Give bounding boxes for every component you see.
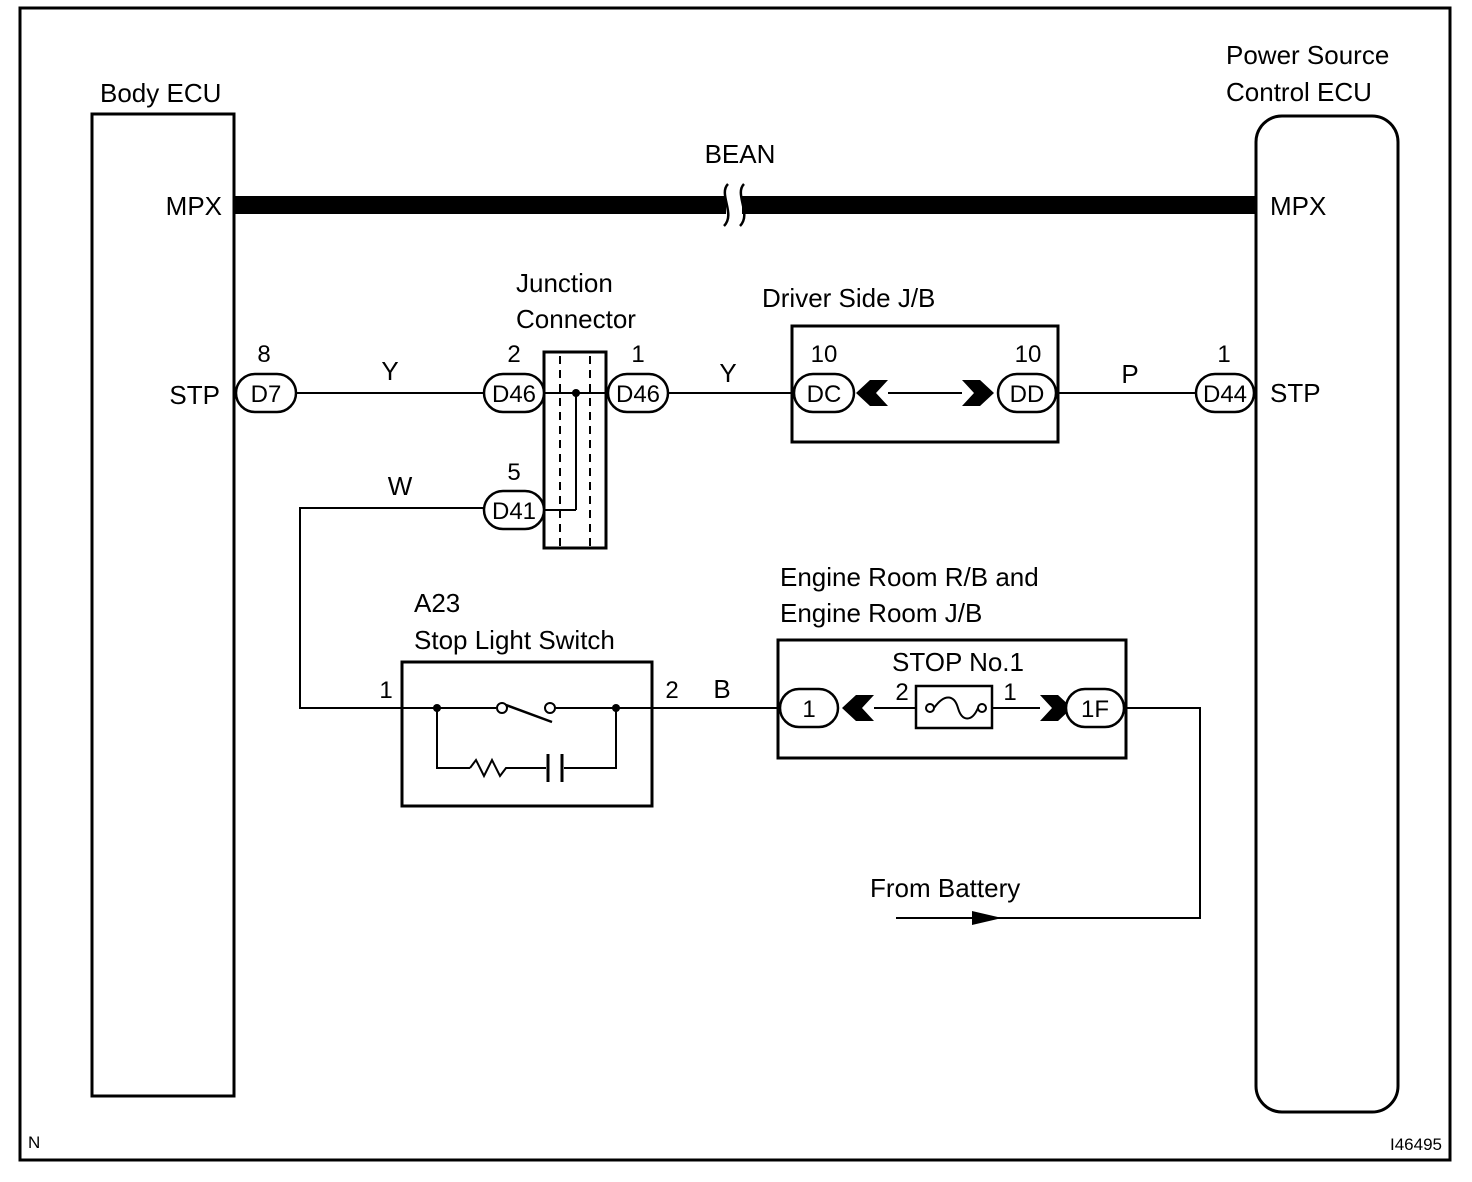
bean-bus-break-mark [722, 183, 746, 227]
wire-battery [896, 707, 1201, 919]
connector-dc-label: DC [807, 381, 842, 408]
engine-room-rb-jb: Engine Room R/B and Engine Room J/B 1 ST… [776, 562, 1128, 760]
connector-d41-body [482, 489, 546, 531]
stop-light-switch-code: A23 [414, 588, 460, 618]
junction-connector-title-line1: Junction [516, 268, 613, 298]
engine-room-arrow-right [1040, 695, 1072, 721]
corner-label-left: N [28, 1133, 40, 1152]
body-ecu-mpx-label: MPX [166, 191, 222, 221]
power-ecu-stp-label: STP [1270, 378, 1321, 408]
bean-bus: BEAN [234, 139, 1256, 227]
connector-d46-pin1-body [606, 372, 670, 414]
bean-bus-label: BEAN [705, 139, 776, 169]
connector-d46-pin2-pin: 2 [507, 341, 520, 368]
switch-parallel-branch [436, 708, 470, 769]
drawing-number: I46495 [1390, 1135, 1442, 1154]
engine-room-arrow-left [842, 695, 874, 721]
fuse-pin-right: 1 [1003, 679, 1016, 706]
wire-color-y-1: Y [381, 356, 398, 386]
wire-color-w: W [388, 471, 413, 501]
wire-color-y-2: Y [719, 358, 736, 388]
power-ecu-mpx-label: MPX [1270, 191, 1326, 221]
connector-dc-pin: 10 [811, 341, 838, 368]
connector-d41-label: D41 [492, 498, 536, 525]
stop-light-switch-pin-right: 2 [665, 677, 678, 704]
connector-er1f-label: 1F [1081, 696, 1109, 723]
connector-d46-pin2-label: D46 [492, 381, 536, 408]
battery-arrow-icon [972, 911, 1002, 925]
power-source-control-ecu: Power Source Control ECU MPX STP [1226, 40, 1400, 1114]
driver-side-jb: Driver Side J/B 10 DC 10 DD [762, 283, 1060, 444]
wire-color-b: B [713, 674, 730, 704]
connector-d44-label: D44 [1203, 381, 1247, 408]
connector-d41: 5 D41 [482, 459, 546, 531]
engine-room-title-line2: Engine Room J/B [780, 598, 982, 628]
connector-d46-pin1: 1 D46 [606, 341, 670, 414]
connector-d46-pin1-pin: 1 [631, 341, 644, 368]
connector-d44-pin: 1 [1217, 341, 1230, 368]
body-ecu-box [90, 112, 236, 1098]
engine-room-box [776, 638, 1128, 760]
connector-er1-body [778, 687, 840, 729]
stop-light-switch: A23 Stop Light Switch 1 2 [379, 588, 679, 808]
junction-connector-title-line2: Connector [516, 304, 636, 334]
switch-parallel-branch-return [564, 708, 617, 769]
switch-contact-right [544, 702, 556, 714]
engine-room-title-line1: Engine Room R/B and [780, 562, 1039, 592]
fuse-pin-left: 2 [895, 679, 908, 706]
fuse-element [933, 696, 979, 720]
switch-contact-left [496, 702, 508, 714]
connector-dc-body [792, 372, 856, 414]
wire-w [299, 507, 484, 709]
connector-d41-pin: 5 [507, 459, 520, 486]
connector-d7-body [234, 372, 298, 414]
driver-side-jb-arrow-right [962, 380, 994, 406]
power-ecu-title-line2: Control ECU [1226, 77, 1372, 107]
fuse-terminal-right [977, 703, 987, 713]
driver-side-jb-arrow-left [856, 380, 888, 406]
connector-dd-label: DD [1010, 381, 1045, 408]
driver-side-jb-box [790, 324, 1060, 444]
switch-resistor-symbol [469, 757, 546, 779]
connector-dd-pin: 10 [1015, 341, 1042, 368]
body-ecu-title: Body ECU [100, 78, 221, 108]
wire-color-p: P [1121, 359, 1138, 389]
bean-bus-line-left [234, 196, 726, 214]
connector-d46-pin2-body [482, 372, 546, 414]
connector-d46-pin1-label: D46 [616, 381, 660, 408]
driver-side-jb-title: Driver Side J/B [762, 283, 935, 313]
connector-d44-body [1194, 372, 1256, 414]
connector-d7-pin: 8 [257, 341, 270, 368]
battery-label: From Battery [870, 873, 1020, 903]
diagram-frame [18, 6, 1452, 1162]
body-ecu-stp-label: STP [169, 380, 220, 410]
power-ecu-box [1254, 114, 1400, 1114]
connector-d7: 8 D7 [234, 341, 298, 414]
junction-connector: Junction Connector [516, 268, 636, 550]
connector-d44: 1 D44 [1194, 341, 1256, 414]
connector-er1-label: 1 [802, 696, 815, 723]
connector-d46-pin2: 2 D46 [482, 341, 546, 414]
junction-connector-splice-dot [572, 389, 580, 397]
stop-light-switch-box [400, 660, 654, 808]
body-ecu: Body ECU MPX STP [90, 78, 236, 1098]
bean-bus-line-right [742, 196, 1256, 214]
fuse-title: STOP No.1 [892, 647, 1024, 677]
stop-light-switch-pin-left: 1 [379, 677, 392, 704]
connector-d7-label: D7 [251, 381, 282, 408]
junction-connector-body [542, 350, 608, 550]
switch-blade [505, 703, 553, 724]
connector-dd-body [996, 372, 1058, 414]
stop-light-switch-title: Stop Light Switch [414, 625, 615, 655]
fuse-terminal-left [925, 703, 935, 713]
power-ecu-title-line1: Power Source [1226, 40, 1389, 70]
battery-feed: From Battery [870, 707, 1201, 925]
